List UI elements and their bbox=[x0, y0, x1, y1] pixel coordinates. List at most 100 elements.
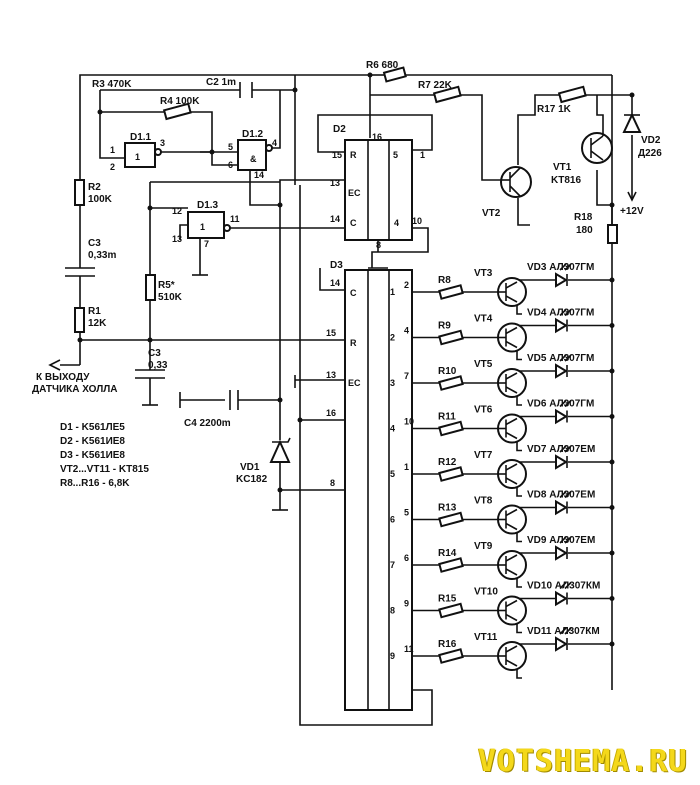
label-c4: C4 2200m bbox=[184, 418, 231, 429]
svg-text:7: 7 bbox=[204, 239, 209, 249]
d3-output-number: 5 bbox=[390, 469, 395, 479]
label-resistor: R16 bbox=[438, 639, 457, 650]
d3-output-pin: 7 bbox=[404, 371, 409, 381]
led bbox=[555, 499, 568, 516]
svg-text:8: 8 bbox=[330, 478, 335, 488]
svg-text:EC: EC bbox=[348, 378, 361, 388]
component-labels: R3 470K C2 1m R6 680 R7 22K R4 100K R17 … bbox=[32, 60, 662, 485]
label-led: VD9 АЛ307ЕМ bbox=[527, 535, 595, 546]
svg-text:13: 13 bbox=[330, 178, 340, 188]
label-vd2-type: Д226 bbox=[638, 148, 662, 159]
wiring-left bbox=[48, 165, 433, 726]
led bbox=[555, 590, 568, 607]
label-d3: D3 bbox=[330, 260, 343, 271]
label-r17: R17 1K bbox=[537, 104, 572, 115]
label-vt1: VT1 bbox=[553, 162, 572, 173]
label-hall-line1: К ВЫХОДУ bbox=[36, 372, 90, 383]
label-vd1-type: KC182 bbox=[236, 474, 268, 485]
diode-vd2 bbox=[622, 112, 642, 202]
label-transistor: VT8 bbox=[474, 496, 493, 507]
svg-text:5: 5 bbox=[393, 150, 398, 160]
gate-d1-2-symbol: & bbox=[250, 154, 257, 164]
label-c2: C2 1m bbox=[206, 77, 236, 88]
gate-d1-2 bbox=[237, 139, 273, 171]
svg-text:12: 12 bbox=[172, 206, 182, 216]
d3-output-pin: 2 bbox=[404, 280, 409, 290]
d3-output-number: 7 bbox=[390, 560, 395, 570]
d3-output-number: 6 bbox=[390, 515, 395, 525]
label-d2: D2 bbox=[333, 124, 346, 135]
label-c3a-val: 0,33m bbox=[88, 250, 116, 261]
label-c3b: C3 bbox=[148, 348, 161, 359]
label-vt1-type: KT816 bbox=[551, 175, 581, 186]
legend-line-3: D3 - K561ИЕ8 bbox=[60, 450, 125, 461]
svg-text:4: 4 bbox=[272, 138, 277, 148]
label-d1-2: D1.2 bbox=[242, 129, 264, 140]
label-transistor: VT6 bbox=[474, 405, 493, 416]
label-r5: R5* bbox=[158, 280, 175, 291]
svg-text:C: C bbox=[350, 288, 357, 298]
transistor-vt2 bbox=[500, 166, 532, 198]
resistor bbox=[438, 466, 464, 482]
resistor bbox=[438, 375, 464, 391]
label-r7: R7 22K bbox=[418, 80, 453, 91]
resistor bbox=[438, 420, 464, 437]
label-r3: R3 470K bbox=[92, 79, 132, 90]
resistor bbox=[438, 329, 464, 346]
label-led: VD3 АЛ307ГМ bbox=[527, 262, 594, 273]
d3-output-pin: 4 bbox=[404, 326, 409, 336]
svg-text:R: R bbox=[350, 150, 357, 160]
svg-text:11: 11 bbox=[230, 214, 240, 224]
label-resistor: R8 bbox=[438, 275, 451, 286]
label-transistor: VT4 bbox=[474, 314, 493, 325]
resistor bbox=[438, 648, 464, 664]
d2-pin-labels: 15 R 13 EC 14 C 16 1 5 10 4 8 bbox=[330, 132, 425, 250]
label-led: VD7 АЛ307ЕМ bbox=[527, 444, 595, 455]
label-r18: R18 bbox=[574, 212, 593, 223]
led bbox=[555, 317, 568, 334]
resistor bbox=[438, 557, 464, 573]
resistor bbox=[438, 602, 464, 619]
svg-text:5: 5 bbox=[228, 142, 233, 152]
legend-line-5: R8...R16 - 6,8K bbox=[60, 478, 130, 489]
svg-text:4: 4 bbox=[394, 218, 399, 228]
svg-text:14: 14 bbox=[254, 170, 264, 180]
led bbox=[555, 408, 568, 425]
label-r6: R6 680 bbox=[366, 60, 399, 71]
d3-output-pin: 1 bbox=[404, 462, 409, 472]
legend-line-1: D1 - K561ЛЕ5 bbox=[60, 422, 125, 433]
svg-text:2: 2 bbox=[110, 162, 115, 172]
d3-output-number: 4 bbox=[390, 424, 395, 434]
label-transistor: VT7 bbox=[474, 450, 493, 461]
svg-text:3: 3 bbox=[160, 138, 165, 148]
label-r5-val: 510K bbox=[158, 292, 183, 303]
transistor-vt1 bbox=[581, 95, 613, 164]
label-transistor: VT9 bbox=[474, 541, 493, 552]
label-led: VD10 АЛ307КМ bbox=[527, 581, 600, 592]
led bbox=[555, 363, 568, 379]
led bbox=[555, 545, 568, 561]
capacitor-c2 bbox=[239, 82, 253, 98]
d3-output-number: 3 bbox=[390, 378, 395, 388]
d3-output-pin: 10 bbox=[404, 417, 414, 427]
chip-d3 bbox=[344, 267, 413, 711]
chip-d2 bbox=[344, 139, 413, 252]
d3-output-pin: 9 bbox=[404, 599, 409, 609]
wiring-top bbox=[79, 74, 633, 690]
label-c3a: C3 bbox=[88, 238, 101, 249]
svg-text:1: 1 bbox=[110, 145, 115, 155]
d3-pin-labels: 14 C 15 R 13 EC 16 8 bbox=[326, 278, 361, 488]
gate-d1-1-symbol: 1 bbox=[135, 152, 140, 162]
label-led: VD5 АЛ307ГМ bbox=[527, 353, 594, 364]
svg-text:13: 13 bbox=[172, 234, 182, 244]
label-vt2: VT2 bbox=[482, 208, 501, 219]
gate-d1-3 bbox=[187, 211, 231, 239]
gate-d1-3-symbol: 1 bbox=[200, 222, 205, 232]
